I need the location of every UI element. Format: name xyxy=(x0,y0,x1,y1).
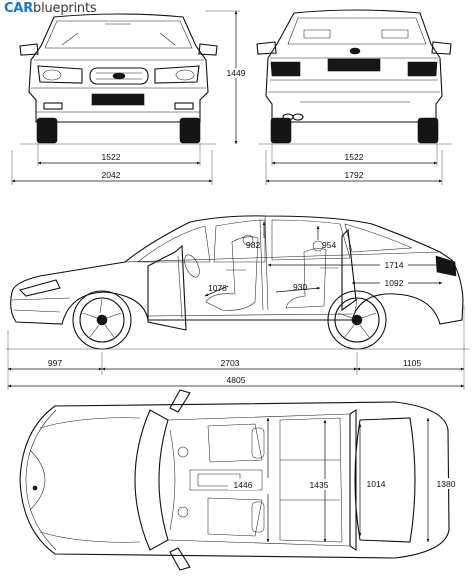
logo-blueprints-text: blueprints xyxy=(33,1,97,16)
height-dimension: 1449 xyxy=(205,10,248,145)
height-label: 1449 xyxy=(227,68,246,78)
overall-length-label: 4805 xyxy=(227,375,246,385)
front-view xyxy=(19,13,218,145)
rear-dimensions: 1522 1792 xyxy=(265,143,443,185)
trunk-width-label: 1380 xyxy=(437,479,456,489)
front-shoulder-label: 1446 xyxy=(234,480,253,490)
rear-overhang-label: 1105 xyxy=(403,358,422,368)
car-blueprints-logo: CARblueprints xyxy=(4,1,97,16)
front-dimensions: 1522 2042 xyxy=(11,143,213,185)
front-track-label: 1522 xyxy=(102,152,121,162)
side-length-dimensions: 997 2703 1105 4805 xyxy=(7,305,465,390)
front-headroom-label: 982 xyxy=(246,240,260,250)
trunk-opening-label: 1014 xyxy=(367,479,386,489)
rear-view xyxy=(256,9,452,145)
rear-track-label: 1522 xyxy=(345,152,364,162)
wheelbase-label: 2703 xyxy=(221,358,240,368)
front-legroom-label: 1078 xyxy=(208,283,227,293)
top-dimensions: 1446 1435 1014 1380 xyxy=(228,417,459,543)
side-view xyxy=(6,215,470,350)
rear-width-label: 1792 xyxy=(345,170,364,180)
rear-headroom-label: 954 xyxy=(322,240,336,250)
interior-length-label: 1714 xyxy=(385,260,404,270)
rear-shoulder-label: 1435 xyxy=(310,480,329,490)
side-interior-dimensions: 982 954 1078 930 1714 1092 xyxy=(204,221,445,297)
logo-car-text: CAR xyxy=(4,1,34,16)
rear-legroom-label: 930 xyxy=(293,282,307,292)
front-overhang-label: 997 xyxy=(48,358,62,368)
top-view xyxy=(19,389,450,571)
trunk-length-label: 1092 xyxy=(385,278,404,288)
front-width-label: 2042 xyxy=(102,170,121,180)
